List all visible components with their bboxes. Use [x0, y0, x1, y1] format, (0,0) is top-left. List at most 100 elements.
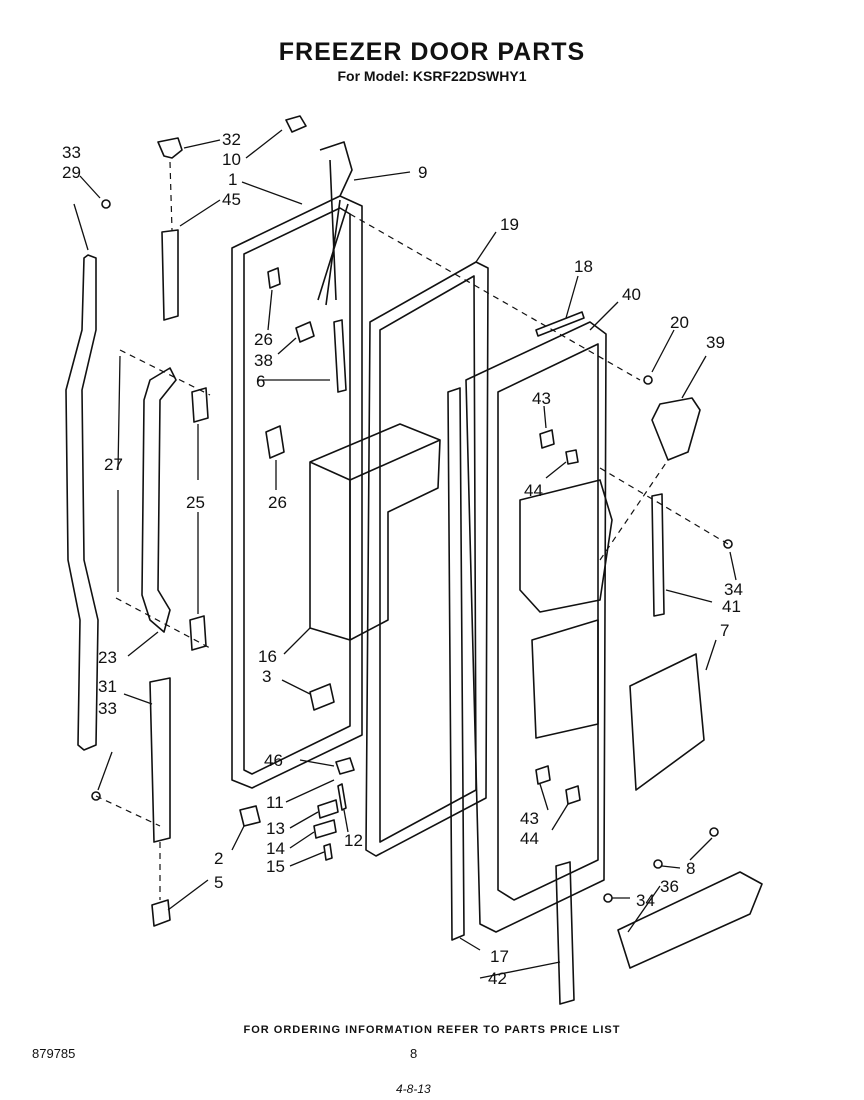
callout-38: 38 [254, 351, 273, 370]
callout-26-lower: 26 [268, 493, 287, 512]
part-44-upper [565, 449, 579, 465]
document-number: 879785 [32, 1046, 76, 1061]
leader-45 [179, 199, 221, 227]
leader-17 [459, 937, 481, 951]
leader-36 [627, 885, 661, 933]
callout-23: 23 [98, 648, 117, 667]
callout-36: 36 [660, 877, 679, 896]
screw-33-upper [101, 199, 111, 209]
inner-liner-40 [465, 321, 607, 933]
clip-26-lower [265, 425, 285, 459]
liner-shelf-lower [531, 619, 599, 739]
dispenser-cup-39 [651, 397, 701, 461]
leader-46 [299, 759, 335, 767]
callout-33-top: 33 [62, 143, 81, 162]
page-title: FREEZER DOOR PARTS [278, 38, 586, 66]
screw-20 [643, 375, 653, 385]
leader-29 [73, 203, 89, 251]
callout-32: 32 [222, 130, 241, 149]
page-number: 8 [410, 1046, 418, 1061]
callout-34-lower: 34 [636, 891, 655, 910]
cover-panel-7 [629, 653, 705, 791]
alignment-line-right [599, 467, 729, 545]
bracket-31 [149, 677, 171, 843]
leader-13 [289, 811, 319, 829]
bracket-45 [161, 229, 179, 321]
callout-43-upper: 43 [532, 389, 551, 408]
trim-strip-29 [65, 254, 99, 751]
inner-liner-40-inner [497, 343, 599, 901]
outer-door-panel-1 [231, 195, 363, 789]
leader-16 [283, 627, 311, 655]
callout-16: 16 [258, 647, 277, 666]
callout-6: 6 [256, 372, 265, 391]
leader-42 [479, 961, 561, 979]
leader-44a [545, 461, 567, 479]
plate-13 [317, 799, 339, 819]
screw-33-lower [91, 791, 101, 801]
callout-9: 9 [418, 163, 427, 182]
callout-13: 13 [266, 819, 285, 838]
connector-10 [285, 115, 307, 133]
leader-38 [277, 337, 297, 355]
door-handle-27 [141, 367, 177, 633]
callout-14: 14 [266, 839, 285, 858]
leader-43a [543, 405, 547, 429]
leader-1 [241, 181, 303, 205]
callout-46: 46 [264, 751, 283, 770]
callout-11: 11 [266, 793, 284, 812]
callout-33-bottom: 33 [98, 699, 117, 718]
leader-11 [285, 779, 335, 803]
callout-43-lower: 43 [520, 809, 539, 828]
callout-3: 3 [262, 667, 271, 686]
leader-15 [289, 851, 325, 867]
callout-12: 12 [344, 831, 363, 850]
callout-15: 15 [266, 857, 285, 876]
leader-33a [79, 175, 101, 199]
callout-19: 19 [500, 215, 519, 234]
leader-20 [651, 329, 675, 373]
screw-15 [323, 843, 333, 861]
callout-8: 8 [686, 859, 695, 878]
callout-2: 2 [214, 849, 223, 868]
callout-18: 18 [574, 257, 593, 276]
switch-3 [309, 683, 335, 711]
ordering-note: FOR ORDERING INFORMATION REFER TO PARTS … [243, 1024, 621, 1036]
alignment-line-handle-lower [115, 597, 211, 649]
screw-34-upper [723, 539, 733, 549]
tube-6 [333, 319, 347, 393]
leader-8 [661, 837, 713, 869]
alignment-line-door-liner [349, 213, 641, 381]
leader-2 [231, 825, 245, 851]
leader-9 [353, 171, 411, 181]
hinge-5 [151, 899, 171, 927]
callout-17: 17 [490, 947, 509, 966]
leader-12 [343, 809, 349, 833]
callout-7: 7 [720, 621, 729, 640]
leader-44b [551, 803, 569, 831]
leader-26a [267, 289, 273, 331]
liner-shelf-upper [519, 479, 613, 613]
dispenser-housing-face [309, 439, 441, 640]
bushing-2 [239, 805, 261, 827]
leader-33b [97, 751, 113, 791]
rail-41 [651, 493, 665, 617]
gasket-19 [365, 261, 489, 857]
screw-34-lower [603, 893, 613, 903]
outer-door-inner-edge [243, 207, 351, 775]
part-43-upper [539, 429, 555, 449]
callout-20: 20 [670, 313, 689, 332]
alignment-line-top [169, 161, 173, 231]
leader-19 [475, 231, 497, 263]
callout-29: 29 [62, 163, 81, 182]
clip-25-upper [191, 387, 209, 423]
screw-8-a [709, 827, 719, 837]
cap-32 [157, 137, 183, 159]
leader-40 [589, 301, 619, 331]
alignment-line-bottom [95, 795, 161, 827]
callout-34-upper: 34 [724, 580, 743, 599]
leader-18 [565, 275, 579, 319]
callout-31: 31 [98, 677, 117, 696]
alignment-line-handle [119, 349, 211, 396]
